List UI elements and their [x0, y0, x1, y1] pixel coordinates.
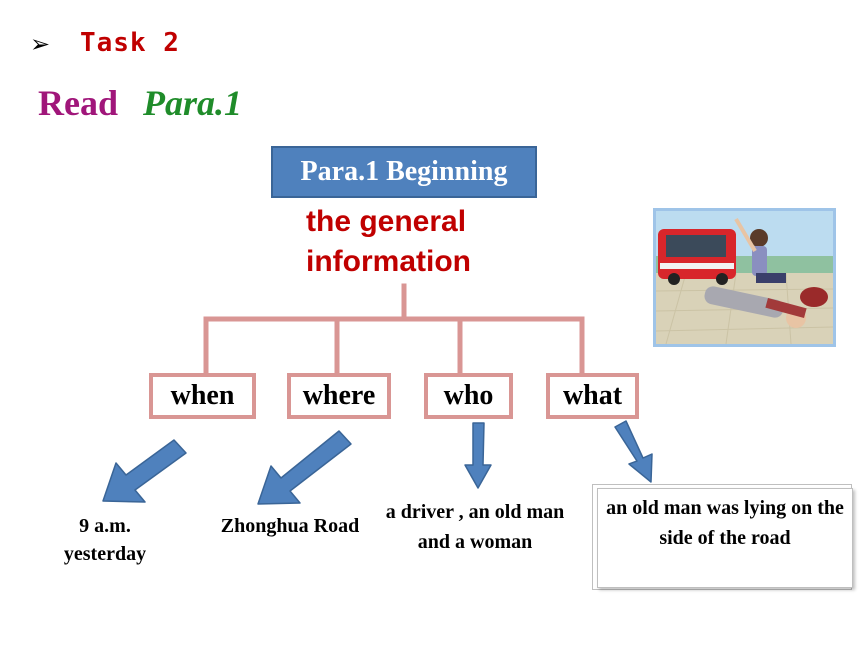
task-title: Task 2: [80, 28, 180, 58]
root-node-label: Para.1 Beginning: [300, 156, 508, 187]
accident-scene-illustration: [653, 208, 836, 347]
node-who-label: who: [443, 380, 494, 411]
arrow-where: [257, 430, 352, 505]
node-when: when: [149, 373, 256, 419]
arrow-what: [614, 420, 653, 483]
node-where: where: [287, 373, 391, 419]
node-what-label: what: [562, 380, 623, 411]
tree-connector-lines: [203, 283, 585, 376]
arrow-when: [102, 439, 187, 503]
answer-when: 9 a.m. yesterday: [63, 515, 147, 565]
arrow-who: [464, 422, 492, 489]
accident-scene-drawing: [656, 211, 833, 344]
root-caption: the general information: [306, 205, 471, 278]
node-when-label: when: [170, 380, 235, 411]
arrowhead-bullet-icon: ➢: [30, 30, 51, 58]
answer-what-card: an old man was lying on the side of the …: [597, 488, 853, 588]
node-where-label: where: [302, 380, 376, 411]
answer-who: a driver , an old man and a woman: [385, 501, 565, 553]
para-heading: Para.1: [143, 83, 242, 123]
answer-what: an old man was lying on the side of the …: [606, 497, 844, 549]
root-node-box: Para.1 Beginning: [271, 146, 537, 198]
node-what: what: [546, 373, 639, 419]
node-who: who: [424, 373, 513, 419]
read-heading: Read: [38, 83, 118, 123]
answer-where: Zhonghua Road: [220, 515, 360, 537]
